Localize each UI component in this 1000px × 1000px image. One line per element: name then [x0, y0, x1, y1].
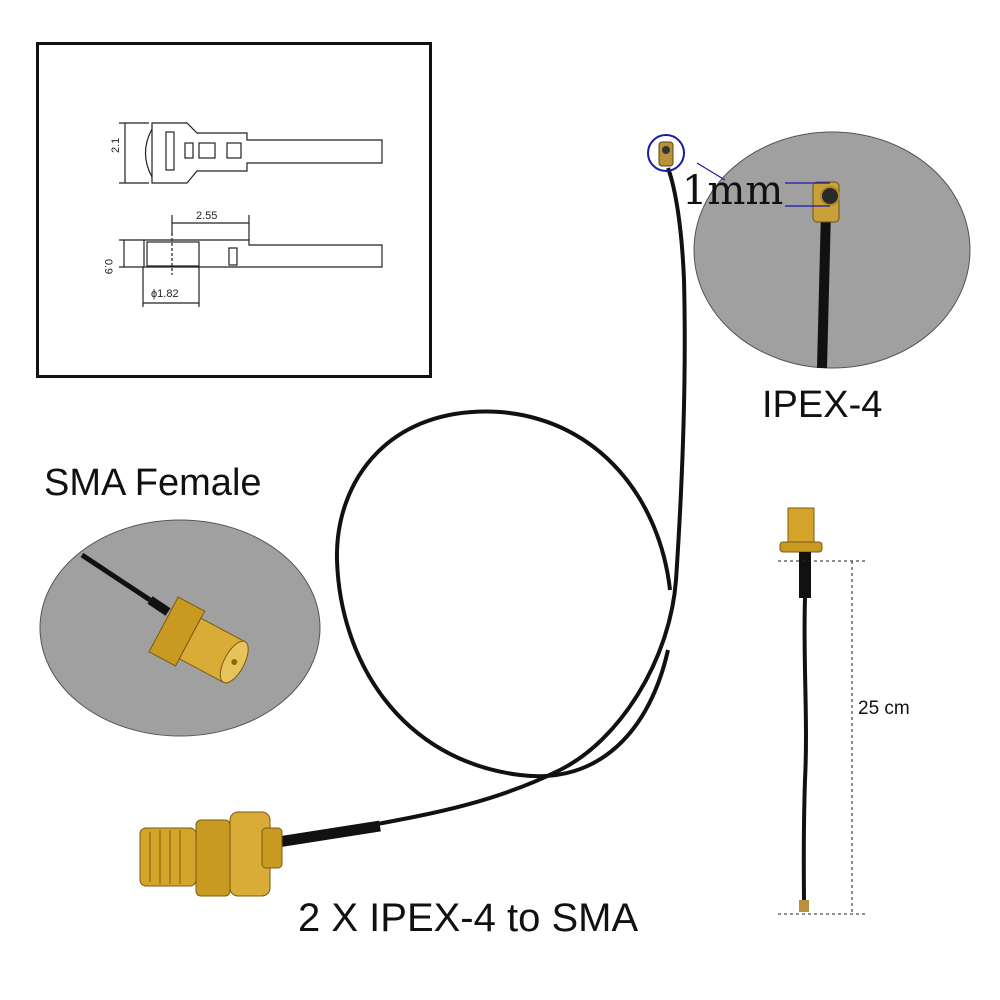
ipex-label: IPEX-4 [762, 384, 883, 426]
ipex-zoom-circle [693, 131, 971, 369]
dimension-length: 2.55 [196, 210, 217, 222]
technical-drawing: 2.1 2.55 0.9 ϕ1.82 [36, 42, 432, 378]
dimension-diameter: ϕ1.82 [151, 288, 179, 300]
product-title: 2 X IPEX-4 to SMA [298, 896, 639, 940]
dimension-height: 0.9 [102, 259, 114, 274]
cable-length-label: 25 cm [858, 698, 910, 719]
ipex-size-callout: 1mm [682, 168, 784, 214]
connector-dimension-drawing: 2.1 2.55 0.9 ϕ1.82 [102, 122, 383, 307]
dimension-width: 2.1 [110, 138, 122, 153]
ipex-callout-circle [647, 134, 685, 172]
cable-length-photo [778, 507, 866, 915]
sma-connector-photo [139, 811, 283, 897]
sma-female-label: SMA Female [44, 462, 262, 504]
